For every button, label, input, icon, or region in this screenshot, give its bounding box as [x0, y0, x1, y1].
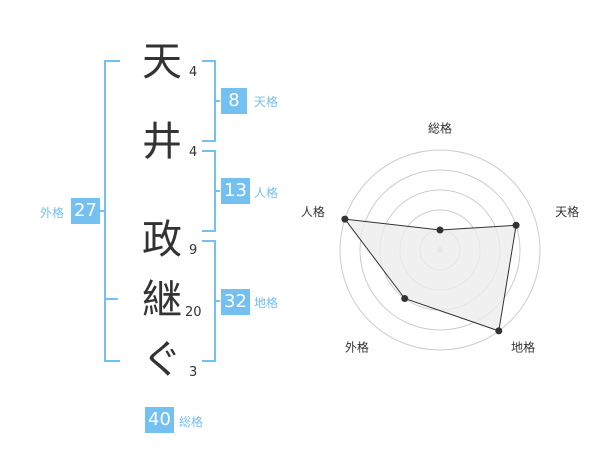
radar-point-2	[512, 221, 520, 229]
radar-point-5	[341, 215, 349, 223]
name-char-2: 井	[142, 119, 182, 165]
chikaku-label: 地格	[254, 296, 279, 310]
jinkaku-label: 人格	[254, 186, 279, 200]
tenkaku-value: 8	[221, 88, 247, 114]
gaikaku-bracket-stub	[100, 210, 106, 212]
name-char-4: 継	[142, 277, 182, 323]
radar-ring	[339, 149, 541, 351]
stroke-count-5: 3	[189, 365, 198, 380]
stroke-count-1: 4	[189, 65, 198, 80]
jinkaku-value: 13	[221, 178, 250, 204]
radar-axis-label-2: 天格	[555, 204, 579, 219]
radar-axis-label-3: 地格	[511, 339, 535, 354]
gaikaku-bracket-split	[104, 298, 118, 300]
radar-point-1	[436, 226, 444, 234]
name-char-5: ぐ	[142, 337, 182, 383]
tenkaku-stub	[214, 100, 220, 102]
tenkaku-label: 天格	[254, 95, 279, 109]
radar-axis-label-5: 人格	[301, 204, 325, 219]
stroke-count-2: 4	[189, 145, 198, 160]
radar-axis-label-4: 外格	[345, 339, 369, 354]
name-char-1: 天	[142, 39, 182, 85]
name-char-3: 政	[142, 217, 182, 263]
gaikaku-label: 外格	[40, 206, 65, 220]
stroke-count-3: 9	[189, 243, 198, 258]
soukaku-label: 総格	[179, 415, 204, 429]
gaikaku-value: 27	[71, 198, 100, 224]
radar-ring	[359, 169, 521, 331]
radar-area	[343, 218, 517, 332]
jinkaku-stub	[214, 190, 220, 192]
chikaku-value: 32	[221, 289, 250, 315]
stroke-count-4: 20	[185, 305, 202, 320]
radar-point-3	[495, 327, 503, 335]
soukaku-value: 40	[145, 407, 174, 433]
radar-point-4	[401, 295, 409, 303]
radar-axis-label-1: 総格	[428, 121, 452, 136]
chikaku-stub	[214, 300, 220, 302]
